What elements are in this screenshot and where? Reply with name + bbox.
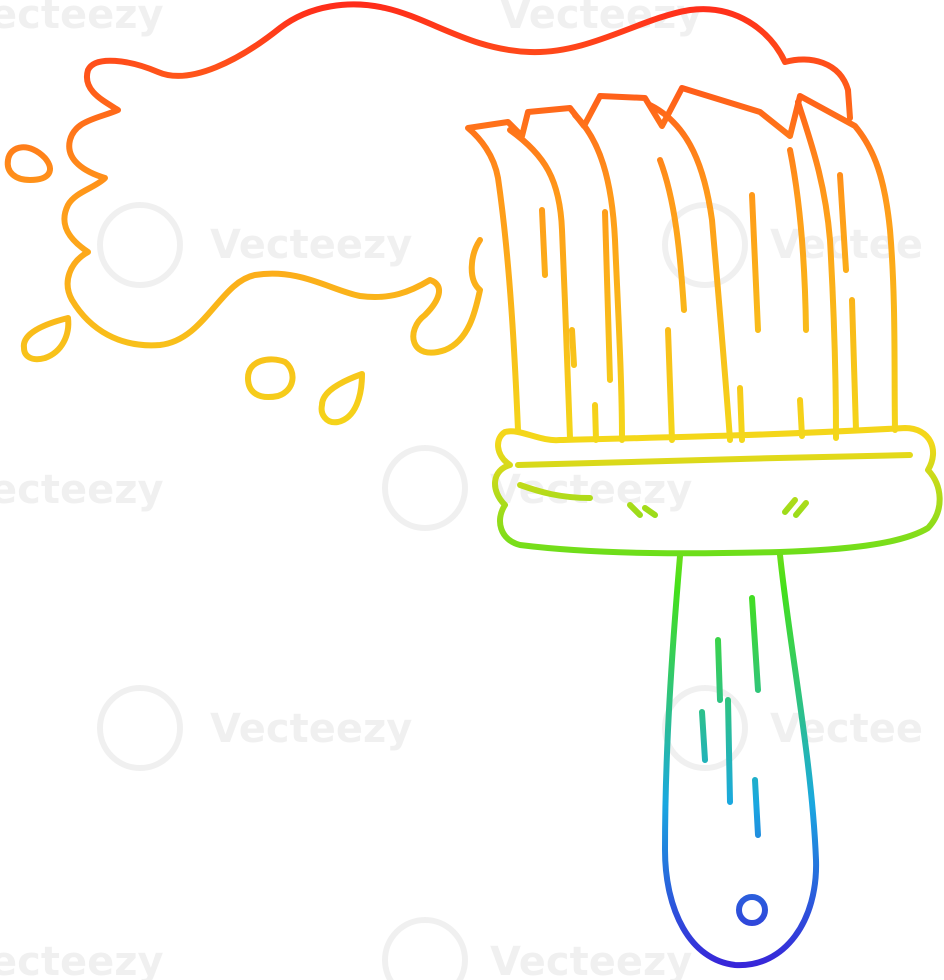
paint-drop (20, 315, 72, 363)
watermark-logo-icon (97, 685, 183, 771)
watermark-text: Vecteezy (210, 222, 412, 268)
handle-line (715, 637, 723, 703)
bristle-line (507, 127, 573, 441)
ferrule-line (782, 497, 798, 515)
watermark-logo-icon (662, 202, 748, 288)
watermark-logo-icon (382, 917, 468, 980)
watermark-logo-icon (97, 202, 183, 288)
ferrule-line (515, 452, 913, 468)
bristle-line (837, 172, 849, 273)
paint-drop (4, 144, 53, 183)
ferrule-line (627, 502, 643, 518)
watermark-text: ecteezy (0, 939, 164, 980)
handle-line (699, 709, 708, 763)
watermark-text: Vecteezy (490, 939, 692, 980)
watermark-text: ecteezy (0, 0, 164, 38)
brush-bristles (465, 85, 898, 433)
brush-handle (662, 552, 820, 969)
handle-line (725, 697, 733, 805)
watermark-text: Vecteezy (210, 706, 412, 752)
bristle-line (572, 112, 625, 443)
bristle-line (592, 402, 599, 443)
brush-ferrule (492, 425, 943, 557)
watermark-logo-icon (662, 685, 748, 771)
watermark-text: Vecteezy (490, 467, 692, 513)
bristle-line (647, 102, 733, 443)
watermark-group: ecteezy Vecteezy Vecteezy Vectee ecteezy… (0, 0, 923, 980)
paint-splash (61, 1, 853, 356)
paint-drop (318, 371, 365, 426)
handle-line (752, 777, 761, 838)
ferrule-line (517, 482, 593, 501)
watermark-text: Vectee (770, 706, 923, 752)
handle-hole (736, 894, 768, 926)
watermark-logo-icon (382, 445, 468, 531)
bristle-line (737, 385, 745, 443)
ferrule-line (793, 500, 809, 518)
ferrule-line (642, 505, 658, 518)
watermark-text: Vecteezy (500, 0, 702, 38)
bristle-line (602, 209, 613, 383)
bristle-line (665, 327, 675, 443)
bristle-line (787, 147, 809, 333)
bristle-line (539, 207, 548, 278)
bristle-line (569, 327, 577, 368)
bristle-line (749, 192, 761, 333)
bristle-line (849, 297, 859, 433)
handle-line (749, 595, 761, 693)
paint-drop (245, 356, 296, 400)
line-art (4, 1, 943, 969)
bristle-line (657, 157, 687, 313)
bristle-line (795, 99, 839, 441)
watermark-text: ecteezy (0, 467, 164, 513)
